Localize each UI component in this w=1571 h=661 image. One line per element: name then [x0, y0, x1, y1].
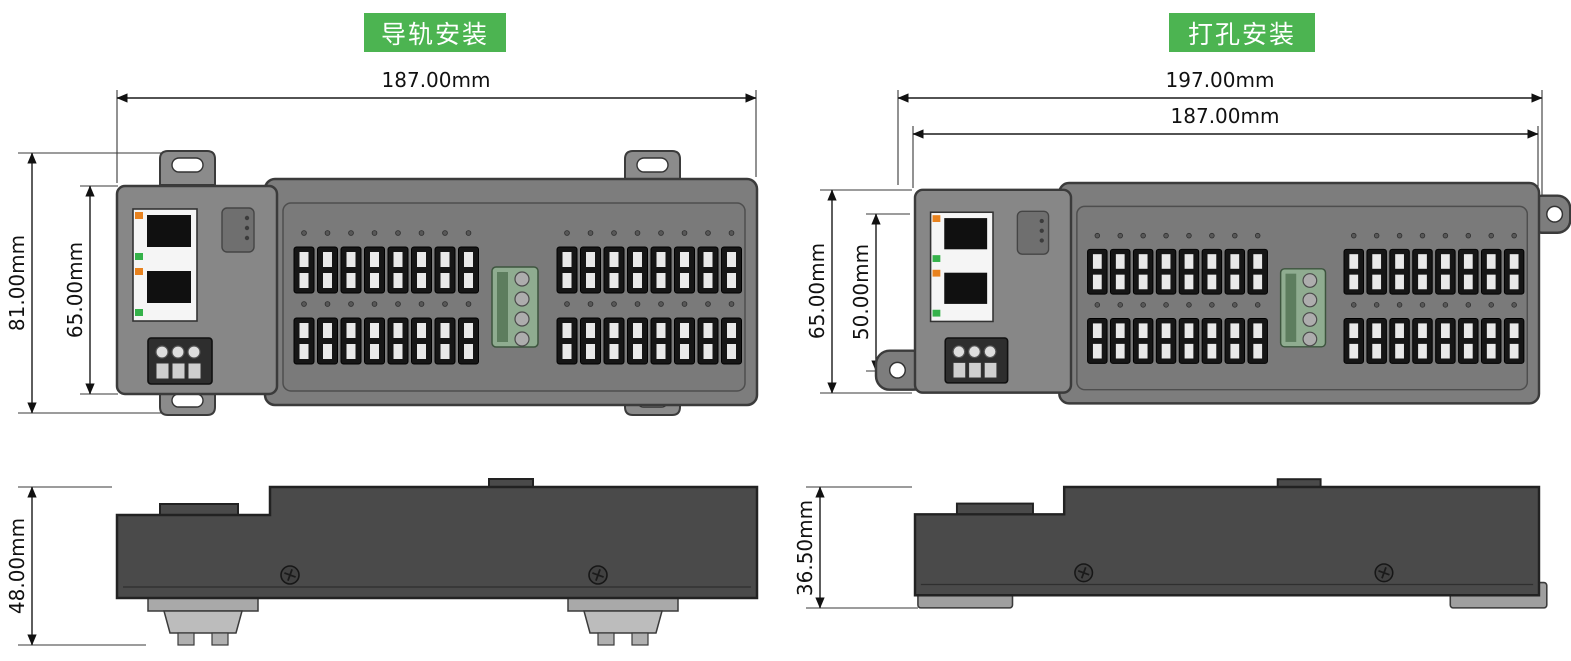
screw-front-device [874, 183, 1571, 403]
dim-hole-spacing-label: 50.00mm [849, 244, 873, 340]
dim-body-width-label: 187.00mm [1171, 104, 1280, 128]
din-rail-side-device [117, 479, 757, 646]
din-rail-mount-badge: 导轨安装 [364, 13, 506, 52]
drill-mount-badge: 打孔安装 [1169, 13, 1315, 52]
dim-outer-height-label: 81.00mm [5, 235, 29, 331]
din-rail-view: 187.00mm 81.00mm 65.00mm 48.00mm [5, 68, 757, 646]
din-rail-clip [147, 597, 259, 646]
dim-side-height-label: 48.00mm [5, 518, 29, 614]
dim-outer-width-label: 197.00mm [1166, 68, 1275, 92]
dim-body-height-label: 65.00mm [63, 242, 87, 338]
mounting-hole [1546, 205, 1564, 223]
din-rail-clip [567, 597, 679, 646]
screw-mount-view: 197.00mm 187.00mm 65.00mm 50.00mm [793, 68, 1571, 609]
mounting-hole [888, 361, 906, 379]
dim-body-height-label: 65.00mm [805, 243, 829, 339]
din-rail-front-device [117, 150, 757, 416]
screw-side-device [915, 479, 1548, 609]
dim-side-height-label: 36.50mm [793, 500, 817, 596]
dim-width-label: 187.00mm [382, 68, 491, 92]
